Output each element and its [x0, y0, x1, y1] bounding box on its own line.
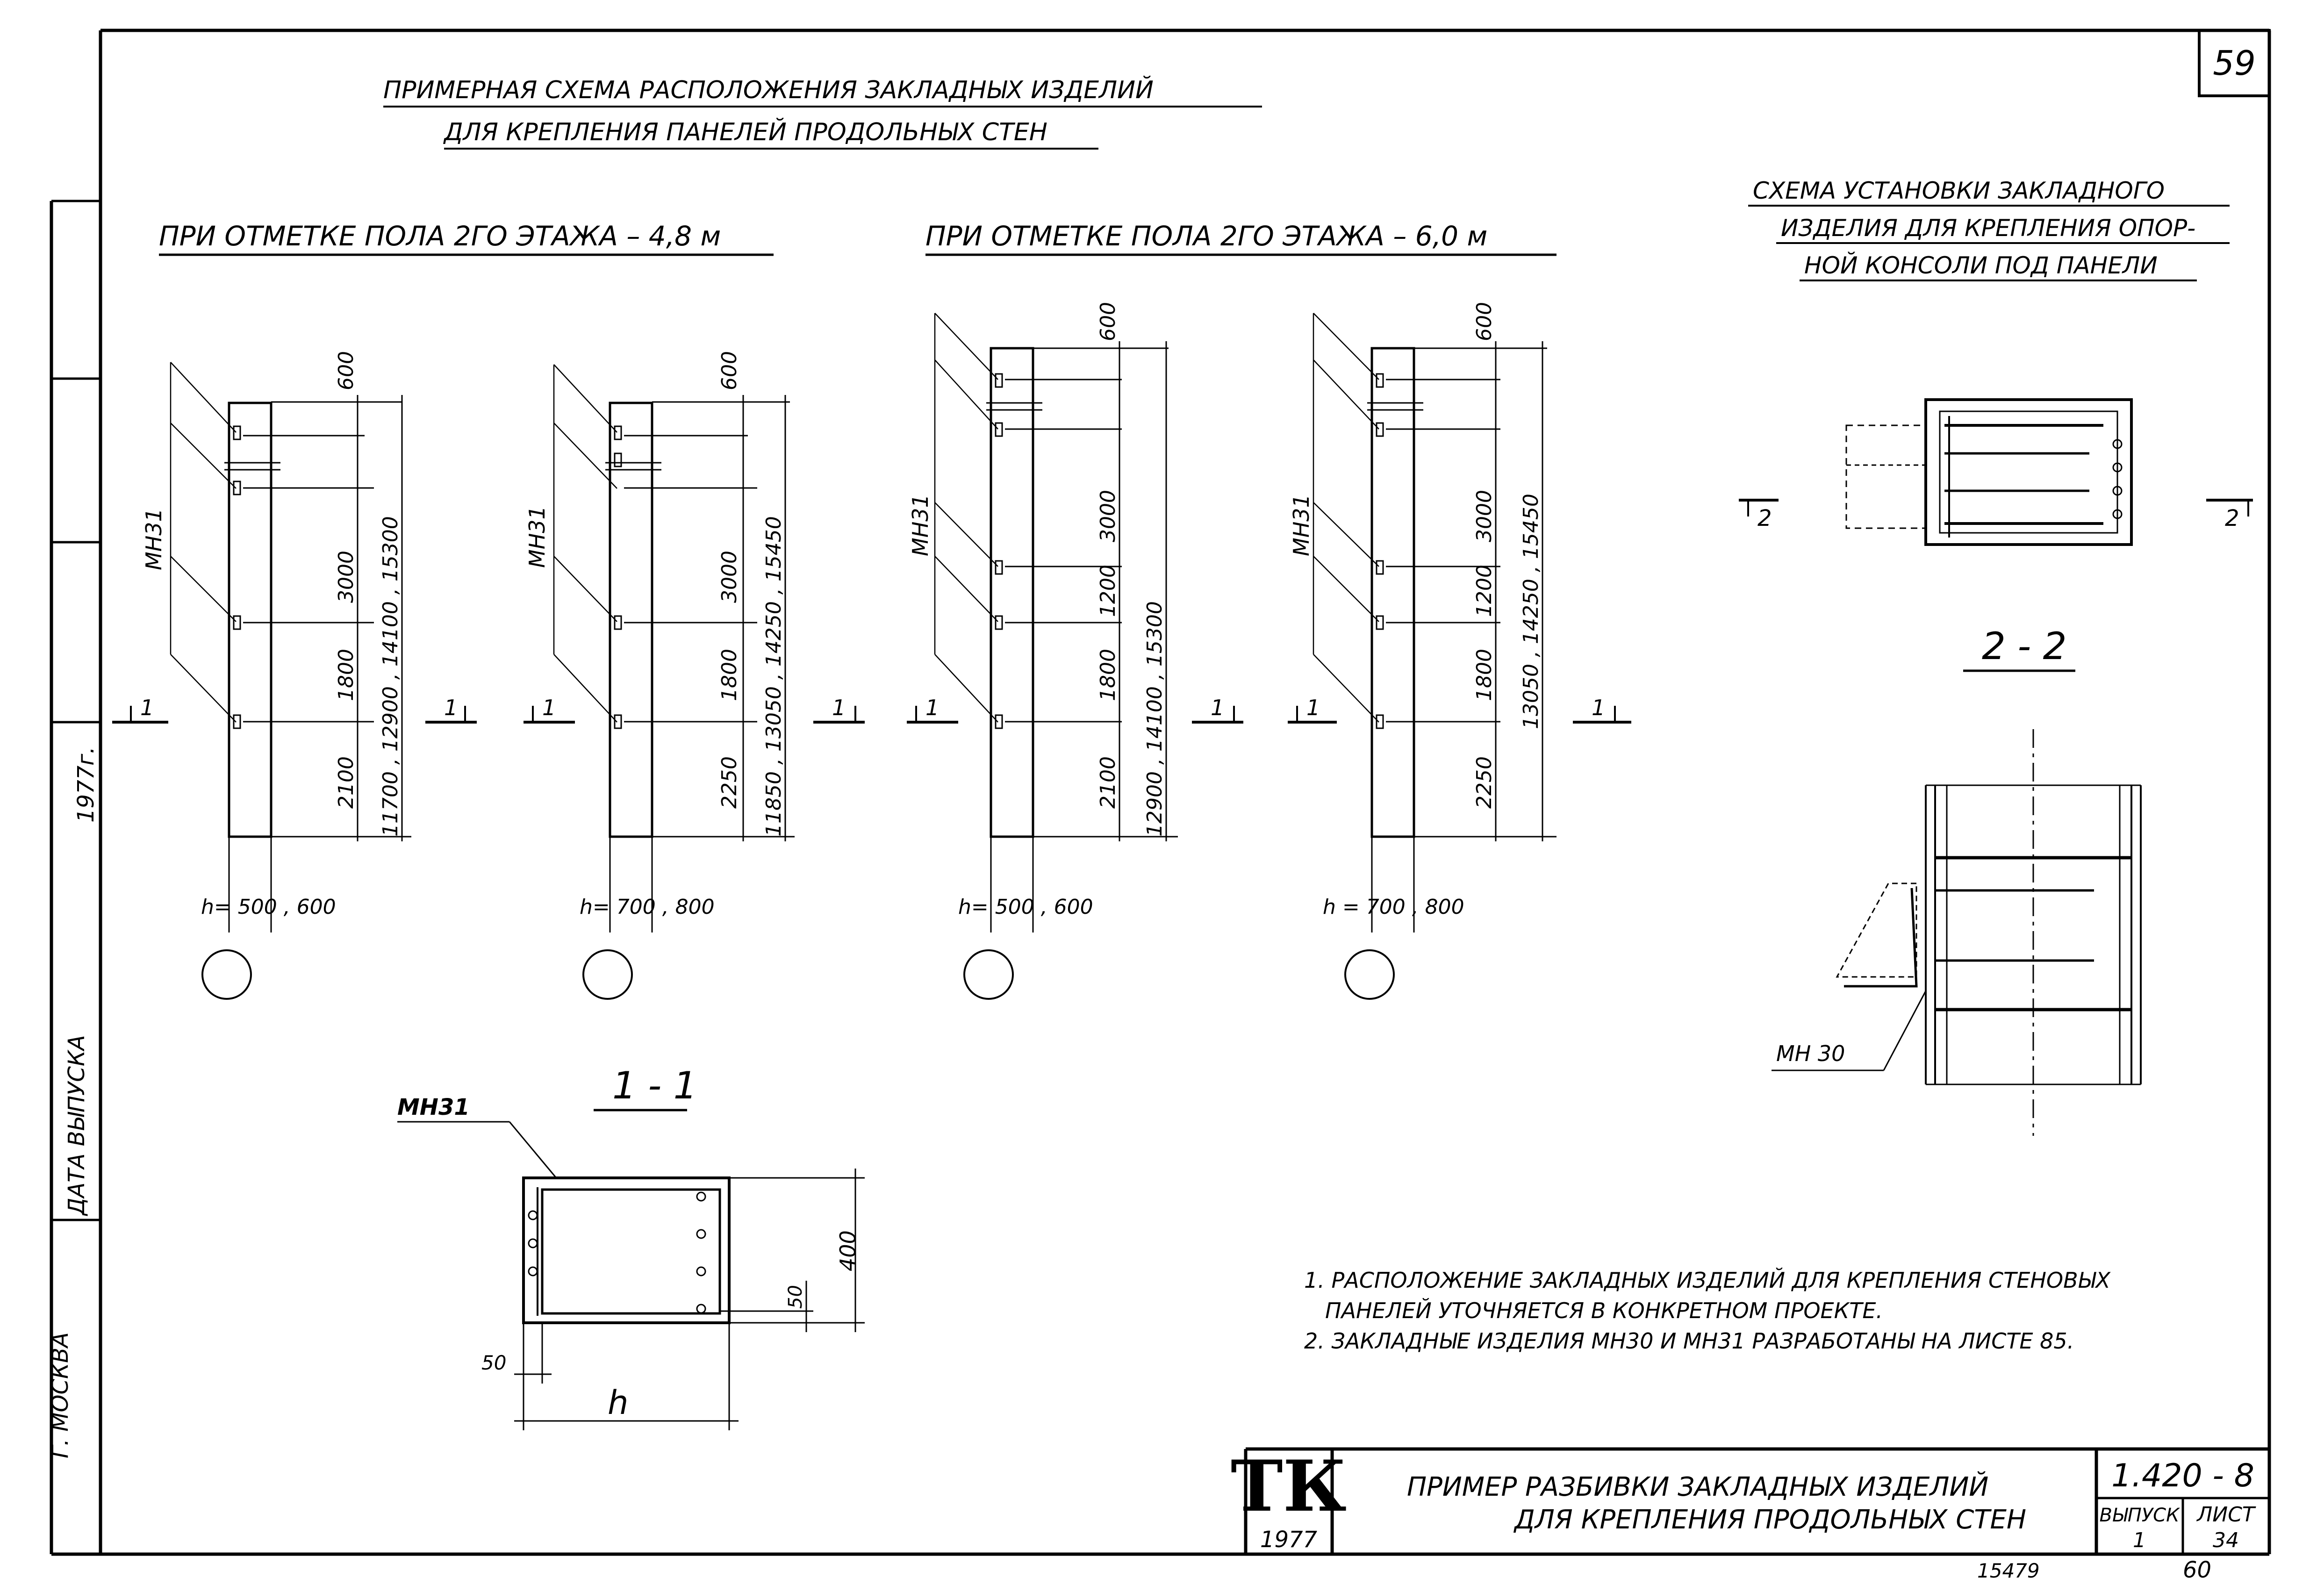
column-3-dim-c: 1200 [1096, 565, 1120, 617]
side-stamp-date-label: ДАТА ВЫПУСКА [64, 1035, 90, 1216]
left-group-title: ПРИ ОТМЕТКЕ ПОЛА 2ГО ЭТАЖА – 4,8 м [159, 220, 721, 252]
sheet-number: 59 [2213, 43, 2256, 83]
scheme-plan [1739, 398, 2253, 546]
column-1-dim-c: 1800 [334, 649, 358, 701]
column-4-dim-b: 3000 [1472, 490, 1496, 542]
section-1-1-dim-width: h [608, 1384, 628, 1422]
title-block-sheet-value: 34 [2213, 1528, 2239, 1552]
column-1-total: 11700 , 12900 , 14100 , 15300 [379, 516, 402, 837]
column-1-cut-right: 1 [444, 695, 458, 720]
section-1-1-dim-edge: 50 [785, 1285, 806, 1309]
column-4-cut-right: 1 [1592, 695, 1605, 720]
column-4-h-label: h = 700 , 800 [1323, 895, 1464, 919]
column-elevation-3 [907, 313, 1243, 1000]
column-elevation-2 [524, 364, 865, 1000]
right-group-title: ПРИ ОТМЕТКЕ ПОЛА 2ГО ЭТАЖА – 6,0 м [925, 220, 1487, 252]
column-4-dim-a: 600 [1472, 302, 1496, 341]
column-2-dim-b: 3000 [717, 551, 741, 603]
column-2-dim-c: 1800 [717, 649, 741, 701]
column-3-label: МН31 [908, 494, 933, 556]
main-title-line1: ПРИМЕРНАЯ СХЕМА РАСПОЛОЖЕНИЯ ЗАКЛАДНЫХ И… [383, 76, 1154, 104]
column-1-dim-d: 2100 [334, 756, 358, 809]
section-1-1-title: 1 - 1 [612, 1064, 697, 1107]
sheet-number-box [2198, 29, 2271, 97]
scheme-cut-right: 2 [2225, 505, 2239, 531]
column-3-dim-a: 600 [1096, 302, 1120, 341]
column-2-cut-left: 1 [542, 695, 556, 720]
note-1-line1: 1. РАСПОЛОЖЕНИЕ ЗАКЛАДНЫХ ИЗДЕЛИЙ ДЛЯ КР… [1304, 1268, 2111, 1293]
column-2-dim-a: 600 [717, 351, 741, 390]
section-2-2-label: МН 30 [1776, 1041, 1845, 1066]
section-1-1-label: МН31 [397, 1094, 470, 1120]
column-4-dim-d: 1800 [1472, 649, 1496, 701]
title-block-issue-value: 1 [2133, 1528, 2146, 1552]
column-1-dim-a: 600 [334, 351, 358, 390]
column-3-cut-right: 1 [1211, 695, 1224, 720]
side-stamp-city: Г. МОСКВА [47, 1332, 73, 1458]
column-4-total: 13050 , 14250 , 15450 [1519, 494, 1543, 729]
column-4-dim-c: 1200 [1472, 565, 1496, 617]
title-block-frame [1244, 1447, 2269, 1554]
column-4-label: МН31 [1289, 494, 1314, 556]
scheme-cut-left: 2 [1757, 505, 1772, 531]
section-2-2-title: 2 - 2 [1982, 624, 2067, 668]
footer-right-number: 60 [2183, 1557, 2211, 1583]
column-elevation-1 [112, 362, 477, 1000]
scheme-title-line1: СХЕМА УСТАНОВКИ ЗАКЛАДНОГО [1753, 177, 2165, 204]
column-3-cut-left: 1 [925, 695, 939, 720]
scheme-title-line2: ИЗДЕЛИЯ ДЛЯ КРЕПЛЕНИЯ ОПОР- [1781, 215, 2195, 242]
section-2-2-drawing [1772, 729, 2142, 1136]
scheme-title-line3: НОЙ КОНСОЛИ ПОД ПАНЕЛИ [1804, 251, 2158, 279]
column-1-h-label: h= 500 , 600 [201, 895, 336, 919]
note-2: 2. ЗАКЛАДНЫЕ ИЗДЕЛИЯ МН30 И МН31 РАЗРАБО… [1304, 1328, 2074, 1354]
side-stamp-year: 1977г. [73, 746, 99, 823]
column-1-cut-left: 1 [140, 695, 154, 720]
title-block-name-line2: ДЛЯ КРЕПЛЕНИЯ ПРОДОЛЬНЫХ СТЕН [1513, 1505, 2026, 1535]
section-1-1-dim-height: 400 [835, 1230, 861, 1271]
column-4-dim-e: 2250 [1472, 756, 1496, 809]
title-block-logo: ТК [1231, 1445, 1347, 1528]
title-block-logo-year: 1977 [1260, 1527, 1318, 1553]
column-3-h-label: h= 500 , 600 [958, 895, 1093, 919]
column-3-dim-d: 1800 [1096, 649, 1120, 701]
column-2-h-label: h= 700 , 800 [580, 895, 715, 919]
note-1-line2: ПАНЕЛЕЙ УТОЧНЯЕТСЯ В КОНКРЕТНОМ ПРОЕКТЕ. [1325, 1298, 1883, 1323]
column-3-dim-e: 2100 [1096, 756, 1120, 809]
title-block-series: 1.420 - 8 [2111, 1457, 2254, 1494]
column-1-dim-b: 3000 [334, 551, 358, 603]
column-elevation-4 [1288, 313, 1631, 1000]
main-title-line2: ДЛЯ КРЕПЛЕНИЯ ПАНЕЛЕЙ ПРОДОЛЬНЫХ СТЕН [443, 118, 1047, 146]
side-stamp-box [50, 721, 102, 1221]
column-2-label: МН31 [524, 506, 550, 568]
footer-left-number: 15479 [1977, 1559, 2040, 1582]
column-4-cut-left: 1 [1306, 695, 1320, 720]
column-3-dim-b: 3000 [1096, 490, 1120, 542]
section-1-1-dim-left: 50 [481, 1351, 506, 1374]
section-1-1-drawing [397, 1121, 865, 1430]
column-2-total: 11850 , 13050 , 14250 , 15450 [762, 516, 786, 837]
column-3-total: 12900 , 14100 , 15300 [1143, 601, 1167, 837]
title-block-name-line1: ПРИМЕР РАЗБИВКИ ЗАКЛАДНЫХ ИЗДЕЛИЙ [1407, 1472, 1988, 1502]
column-2-dim-d: 2250 [717, 756, 741, 809]
title-block-sheet-label: ЛИСТ [2196, 1503, 2256, 1527]
title-block-issue-label: ВЫПУСК [2100, 1505, 2181, 1526]
column-1-label: МН31 [141, 508, 166, 570]
column-2-cut-right: 1 [832, 695, 846, 720]
